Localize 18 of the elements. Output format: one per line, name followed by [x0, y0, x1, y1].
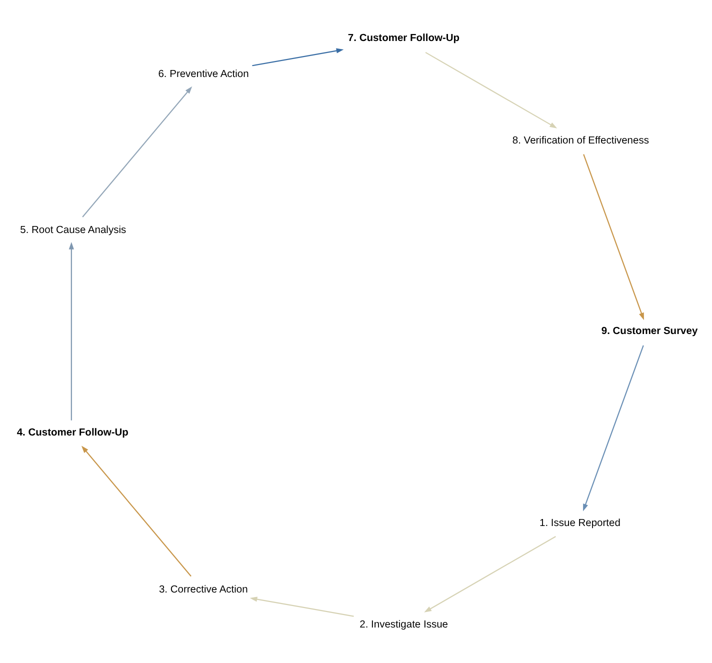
node-text: 7. Customer Follow-Up — [348, 32, 460, 44]
arrow — [250, 596, 354, 616]
node-text: 6. Preventive Action — [158, 68, 249, 80]
node-text: 3. Corrective Action — [158, 584, 248, 595]
arrow — [583, 344, 644, 511]
arrow — [81, 445, 192, 576]
arrow — [424, 535, 556, 612]
arrow — [252, 48, 344, 66]
node-text: 2. Investigate Issue — [360, 619, 448, 630]
arrow — [425, 51, 558, 128]
arrow — [82, 86, 192, 217]
node-text: 4. Customer Follow-Up — [16, 427, 128, 438]
node-text: 8. Verification of Effectiveness — [512, 135, 649, 146]
node-text: 5. Root Cause Analysis — [20, 224, 126, 236]
arrow — [583, 154, 644, 320]
node-text: 1. Issue Reported — [540, 517, 620, 528]
arrow — [68, 242, 74, 420]
node-text: 9. Customer Survey — [601, 325, 698, 336]
